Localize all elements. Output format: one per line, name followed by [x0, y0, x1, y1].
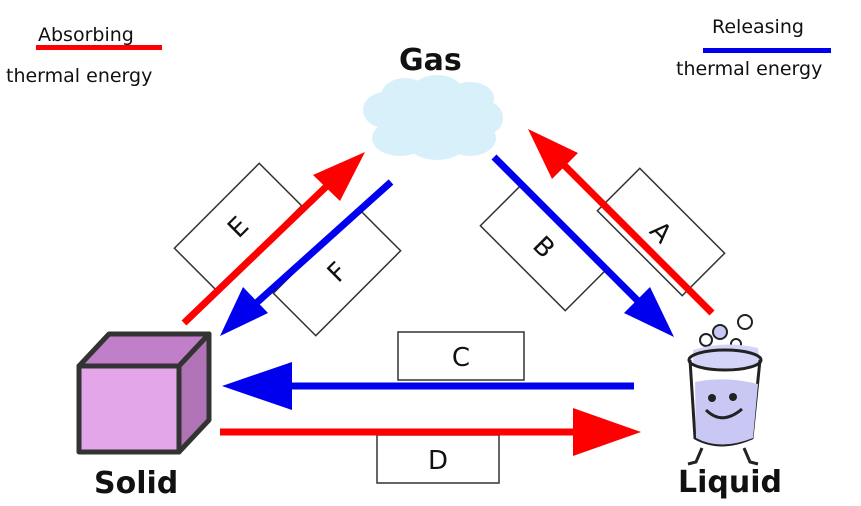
- arrow-b-gas-to-liquid: [491, 154, 674, 337]
- beaker-icon: [687, 314, 763, 466]
- legend-absorbing-label: Absorbing: [38, 24, 134, 46]
- transition-box-a: A: [596, 167, 726, 297]
- legend-releasing-sub: thermal energy: [676, 58, 822, 80]
- legend-releasing-swatch: [703, 48, 831, 53]
- solid-label: Solid: [94, 466, 178, 501]
- liquid-label: Liquid: [678, 465, 782, 500]
- cube-icon: [76, 331, 212, 455]
- legend-releasing: Releasing thermal energy: [676, 16, 831, 80]
- legend-absorbing: Absorbing thermal energy: [6, 24, 162, 87]
- transition-box-e: E: [173, 162, 303, 292]
- cloud-icon: [363, 75, 503, 160]
- legend-absorbing-swatch: [36, 45, 162, 50]
- transition-label-d: D: [428, 446, 448, 476]
- arrow-c-liquid-to-solid: [222, 362, 634, 410]
- arrow-d-solid-to-liquid: [220, 408, 641, 456]
- transition-box-b: B: [479, 182, 609, 312]
- legend-releasing-label: Releasing: [712, 16, 804, 38]
- arrow-a-liquid-to-gas: [528, 129, 715, 316]
- arrow-e-solid-to-gas: [181, 152, 365, 326]
- gas-label: Gas: [399, 43, 462, 78]
- transition-box-d: D: [376, 434, 500, 484]
- transition-box-c: C: [397, 331, 525, 381]
- arrow-f-gas-to-solid: [220, 179, 394, 336]
- legend-absorbing-sub: thermal energy: [6, 65, 152, 87]
- transition-label-c: C: [452, 343, 470, 373]
